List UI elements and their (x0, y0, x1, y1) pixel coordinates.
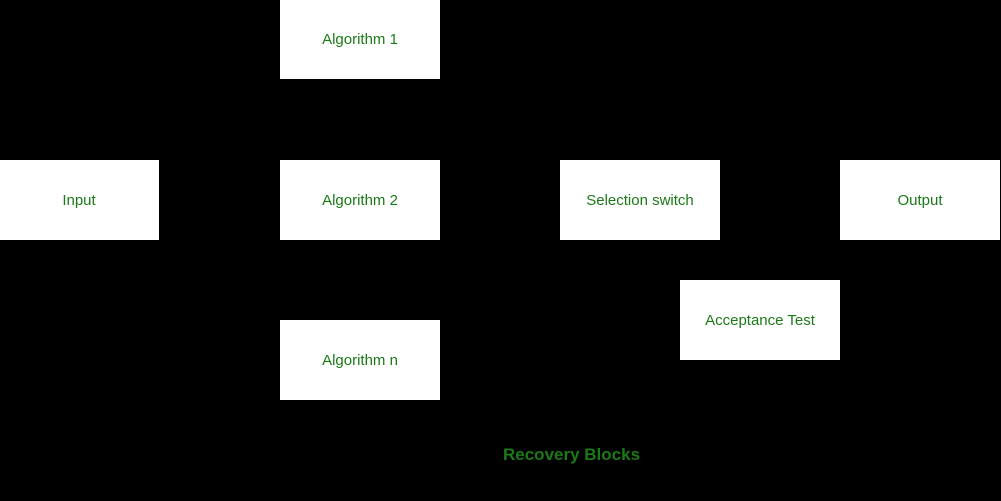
node-input[interactable]: Input (0, 160, 159, 240)
node-output[interactable]: Output (840, 160, 1000, 240)
node-algorithm-2[interactable]: Algorithm 2 (280, 160, 440, 240)
node-label: Algorithm 1 (322, 30, 398, 48)
node-label: Acceptance Test (705, 311, 815, 329)
node-label: Algorithm n (322, 351, 398, 369)
diagram-caption: Recovery Blocks (503, 445, 641, 464)
node-label: Algorithm 2 (322, 191, 398, 209)
node-label: Input (62, 191, 96, 209)
node-label: Output (897, 191, 943, 209)
node-algorithm-n[interactable]: Algorithm n (280, 320, 440, 400)
node-acceptance-test[interactable]: Acceptance Test (680, 280, 840, 360)
node-label: Selection switch (586, 191, 694, 209)
node-algorithm-1[interactable]: Algorithm 1 (280, 0, 440, 79)
node-selection-switch[interactable]: Selection switch (560, 160, 720, 240)
